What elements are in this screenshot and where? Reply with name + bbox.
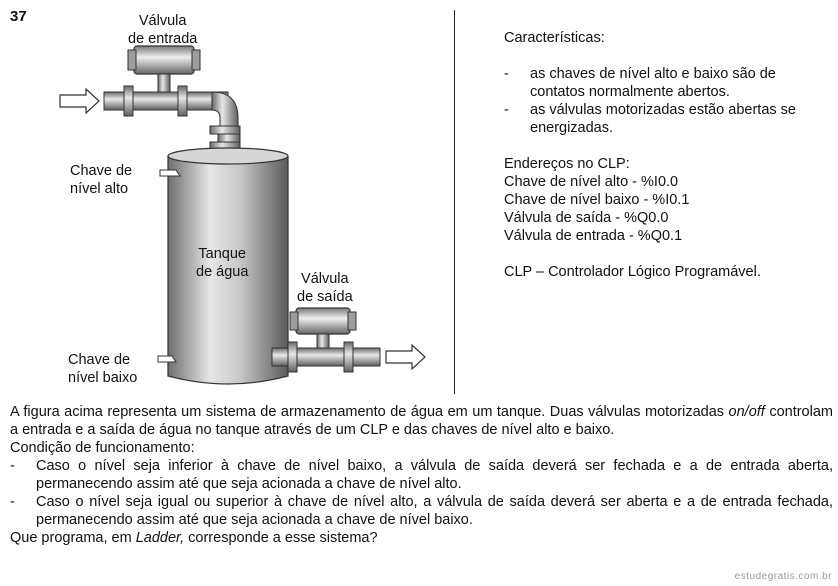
- outlet-arrow-icon: [385, 343, 426, 371]
- characteristics-heading: Características:: [504, 30, 605, 46]
- address-line: Chave de nível baixo - %I0.1: [504, 192, 690, 208]
- low-switch-label: Chave de nível baixo: [68, 352, 138, 386]
- water-tank: [167, 147, 289, 385]
- inlet-arrow-icon: [59, 87, 100, 115]
- right-column: Características: - as chaves de nível al…: [504, 29, 834, 281]
- condition-item: - Caso o nível seja inferior à chave de …: [10, 458, 833, 492]
- question-number: 37: [10, 8, 27, 25]
- column-divider: [454, 10, 455, 394]
- inlet-valve-label: Válvula de entrada: [128, 13, 198, 47]
- characteristic-item: - as válvulas motorizadas estão abertas …: [504, 102, 796, 136]
- question-prompt: Que programa, em Ladder, corresponde a e…: [10, 530, 378, 546]
- addresses-heading: Endereços no CLP:: [504, 156, 630, 172]
- outlet-valve-icon: [289, 307, 357, 349]
- low-level-switch-icon: [157, 355, 177, 363]
- condition-heading: Condição de funcionamento:: [10, 440, 195, 456]
- high-switch-label: Chave de nível alto: [70, 163, 133, 197]
- tank-figure: Válvula de entrada Chave de nível alto T…: [0, 0, 452, 400]
- question-body: A figura acima representa um sistema de …: [10, 403, 833, 547]
- intro-paragraph: A figura acima representa um sistema de …: [10, 404, 833, 438]
- inlet-pipe: [103, 85, 241, 157]
- high-level-switch-icon: [159, 169, 181, 177]
- characteristic-item: - as chaves de nível alto e baixo são de…: [504, 66, 776, 100]
- inlet-valve-icon: [127, 45, 201, 93]
- clp-definition: CLP – Controlador Lógico Programável.: [504, 264, 761, 280]
- tank-diagram: [59, 45, 426, 385]
- watermark: estudegratis.com.br: [734, 571, 832, 582]
- condition-item: - Caso o nível seja igual ou superior à …: [10, 494, 833, 528]
- address-line: Chave de nível alto - %I0.0: [504, 174, 679, 190]
- outlet-valve-label: Válvula de saída: [297, 271, 353, 305]
- tank-label: Tanque de água: [196, 246, 249, 280]
- address-line: Válvula de entrada - %Q0.1: [504, 228, 683, 244]
- address-line: Válvula de saída - %Q0.0: [504, 210, 669, 226]
